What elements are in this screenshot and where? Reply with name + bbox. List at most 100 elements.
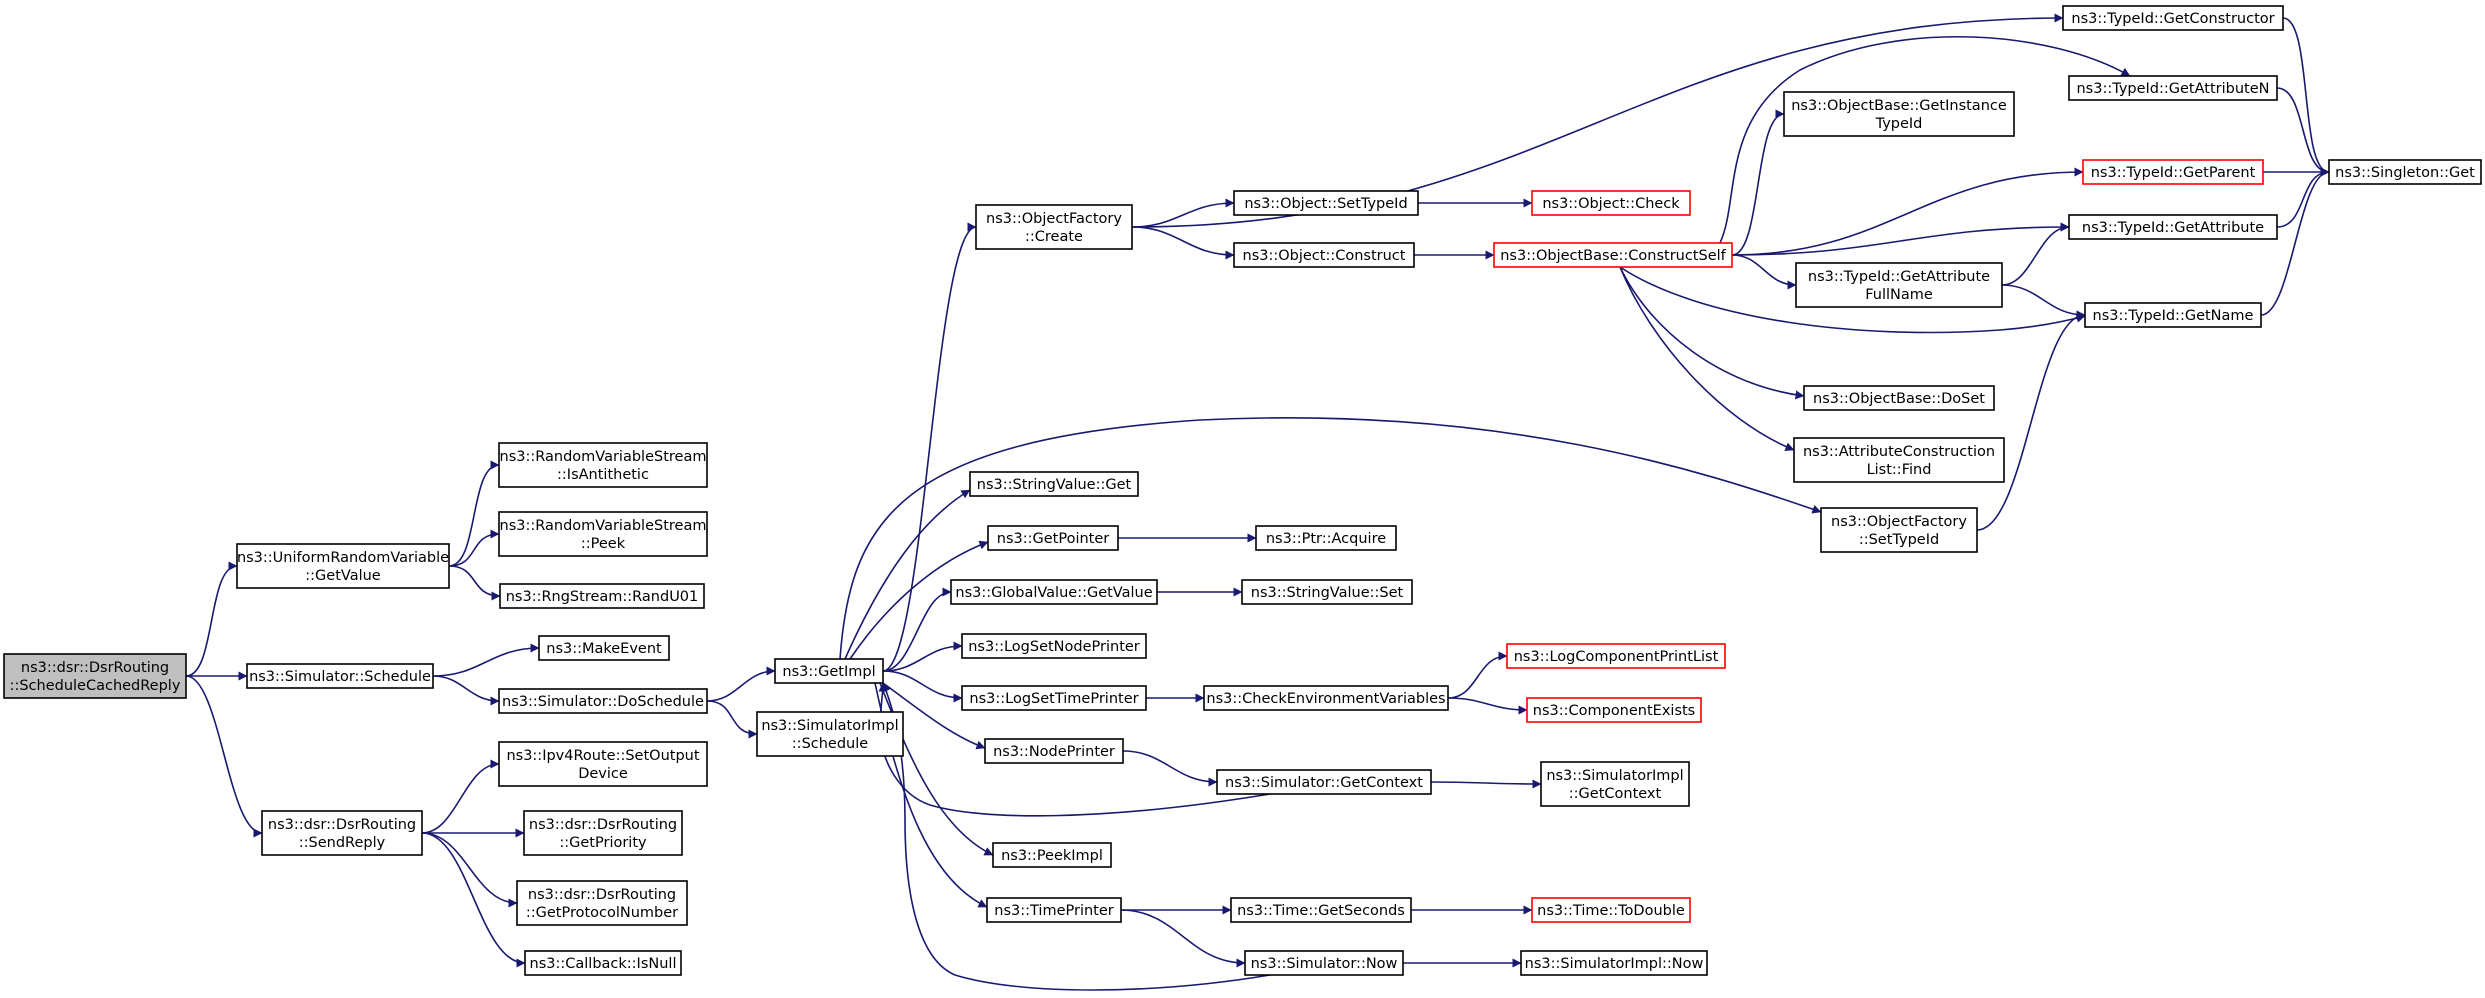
edge-urv_getvalue-to-rvs_isanti — [448, 460, 500, 567]
node-label-line: ns3::CheckEnvironmentVariables — [1206, 691, 1445, 707]
edge-getimpl-to-stringvalue_get — [844, 489, 971, 660]
node-time_todouble[interactable]: ns3::Time::ToDouble — [1531, 897, 1691, 923]
node-box — [1526, 697, 1702, 723]
node-time_getseconds[interactable]: ns3::Time::GetSeconds — [1230, 897, 1412, 923]
node-box — [1244, 950, 1404, 976]
edge-checkenv-to-logcompprint — [1447, 651, 1508, 699]
node-root[interactable]: ns3::dsr::DsrRouting::ScheduleCachedRepl… — [3, 653, 187, 699]
node-rvs_isanti[interactable]: ns3::RandomVariableStream::IsAntithetic — [498, 442, 708, 488]
node-compexists[interactable]: ns3::ComponentExists — [1526, 697, 1702, 723]
node-makeevent[interactable]: ns3::MakeEvent — [538, 635, 670, 661]
edge-ob_constructself-to-ob_doset — [1619, 266, 1805, 400]
node-label-line: ns3::SimulatorImpl — [761, 718, 898, 734]
node-doschedule[interactable]: ns3::Simulator::DoSchedule — [498, 688, 708, 714]
node-cb_isnull[interactable]: ns3::Callback::IsNull — [524, 950, 682, 976]
node-getpriority[interactable]: ns3::dsr::DsrRouting::GetPriority — [523, 810, 683, 856]
node-gv_getvalue[interactable]: ns3::GlobalValue::GetValue — [950, 579, 1158, 605]
node-box — [524, 950, 682, 976]
node-simimpl_schedule[interactable]: ns3::SimulatorImpl::Schedule — [756, 711, 904, 757]
node-label-line: ::ScheduleCachedReply — [10, 678, 181, 694]
node-box — [975, 204, 1133, 250]
node-label-line: ns3::Simulator::GetContext — [1225, 775, 1423, 791]
node-obj_check[interactable]: ns3::Object::Check — [1531, 190, 1691, 216]
node-obj_settypeid[interactable]: ns3::Object::SetTypeId — [1233, 190, 1419, 216]
node-nodeprinter[interactable]: ns3::NodePrinter — [984, 738, 1124, 764]
node-stringvalue_set[interactable]: ns3::StringValue::Set — [1241, 579, 1413, 605]
node-label-line: ns3::Object::Construct — [1243, 248, 1406, 264]
node-sendreply[interactable]: ns3::dsr::DsrRouting::SendReply — [261, 810, 423, 856]
node-box — [1493, 242, 1733, 268]
node-getpointer[interactable]: ns3::GetPointer — [987, 525, 1119, 551]
node-randu01[interactable]: ns3::RngStream::RandU01 — [499, 583, 705, 609]
node-sim_getcontext[interactable]: ns3::Simulator::GetContext — [1216, 769, 1432, 795]
node-box — [774, 658, 884, 684]
node-label-line: ns3::Object::Check — [1542, 196, 1680, 212]
node-label-line: ns3::RandomVariableStream — [500, 449, 707, 465]
node-box — [1255, 525, 1397, 551]
node-stringvalue_get[interactable]: ns3::StringValue::Get — [969, 471, 1139, 497]
node-timeprinter[interactable]: ns3::TimePrinter — [986, 897, 1122, 923]
edge-doschedule-to-getimpl — [706, 666, 776, 702]
node-tid_getattr[interactable]: ns3::TypeId::GetAttribute — [2068, 214, 2278, 240]
node-getprotonum[interactable]: ns3::dsr::DsrRouting::GetProtocolNumber — [516, 880, 688, 926]
node-box — [1803, 385, 1995, 411]
node-label-line: ns3::ObjectBase::ConstructSelf — [1500, 248, 1726, 264]
edge-tid_getconstructor-to-singleton_get — [2282, 17, 2330, 177]
node-box — [1783, 91, 2015, 137]
node-label-line: ns3::Simulator::Schedule — [249, 669, 431, 685]
node-simimpl_now[interactable]: ns3::SimulatorImpl::Now — [1520, 950, 1708, 976]
node-label-line: ns3::NodePrinter — [993, 744, 1115, 760]
node-label-line: ns3::ObjectBase::GetInstance — [1791, 98, 2007, 114]
node-label-line: ns3::dsr::DsrRouting — [528, 887, 676, 903]
node-peekimpl[interactable]: ns3::PeekImpl — [992, 842, 1112, 868]
edge-ob_constructself-to-tid_getparent — [1731, 167, 2084, 256]
node-tid_getname[interactable]: ns3::TypeId::GetName — [2084, 302, 2262, 328]
node-of_create[interactable]: ns3::ObjectFactory::Create — [975, 204, 1133, 250]
node-box — [1531, 897, 1691, 923]
node-sim_schedule[interactable]: ns3::Simulator::Schedule — [246, 663, 434, 689]
node-tid_getconstructor[interactable]: ns3::TypeId::GetConstructor — [2062, 5, 2284, 31]
edge-sim_getcontext-to-simimpl_getcontext — [1430, 779, 1542, 789]
node-ob_constructself[interactable]: ns3::ObjectBase::ConstructSelf — [1493, 242, 1733, 268]
edge-sim_now-to-getimpl — [882, 682, 1271, 991]
node-tid_getparent[interactable]: ns3::TypeId::GetParent — [2082, 159, 2264, 185]
edge-of_settypeid-to-tid_getname — [1976, 310, 2086, 531]
node-box — [498, 511, 708, 557]
edge-of_create-to-obj_settypeid — [1131, 198, 1235, 228]
node-box — [236, 543, 450, 589]
node-getimpl[interactable]: ns3::GetImpl — [774, 658, 884, 684]
node-box — [1520, 950, 1708, 976]
node-label-line: ns3::LogSetTimePrinter — [969, 691, 1138, 707]
node-box — [538, 635, 670, 661]
node-ob_doset[interactable]: ns3::ObjectBase::DoSet — [1803, 385, 1995, 411]
node-box — [499, 583, 705, 609]
node-label-line: ns3::Callback::IsNull — [530, 956, 677, 972]
node-label-line: ns3::LogComponentPrintList — [1514, 649, 1719, 665]
node-logcompprint[interactable]: ns3::LogComponentPrintList — [1506, 643, 1726, 669]
node-label-line: ns3::LogSetNodePrinter — [968, 639, 1140, 655]
node-logsettime[interactable]: ns3::LogSetTimePrinter — [961, 685, 1147, 711]
node-singleton_get[interactable]: ns3::Singleton::Get — [2328, 159, 2482, 185]
node-label-line: ns3::SimulatorImpl — [1546, 768, 1683, 784]
node-obj_construct[interactable]: ns3::Object::Construct — [1233, 242, 1415, 268]
node-urv_getvalue[interactable]: ns3::UniformRandomVariable::GetValue — [236, 543, 450, 589]
node-tid_getattrn[interactable]: ns3::TypeId::GetAttributeN — [2068, 75, 2278, 101]
node-of_settypeid[interactable]: ns3::ObjectFactory::SetTypeId — [1820, 507, 1978, 553]
edge-ob_constructself-to-tid_getname — [1619, 266, 2086, 334]
edge-checkenv-to-compexists — [1447, 697, 1528, 715]
node-sim_now[interactable]: ns3::Simulator::Now — [1244, 950, 1404, 976]
node-rvs_peek[interactable]: ns3::RandomVariableStream::Peek — [498, 511, 708, 557]
node-simimpl_getcontext[interactable]: ns3::SimulatorImpl::GetContext — [1540, 761, 1690, 807]
node-label-line: ns3::TypeId::GetAttributeN — [2076, 81, 2269, 97]
node-box — [987, 525, 1119, 551]
node-ptr_acquire[interactable]: ns3::Ptr::Acquire — [1255, 525, 1397, 551]
node-label-line: ns3::AttributeConstruction — [1803, 444, 1995, 460]
node-logsetnode[interactable]: ns3::LogSetNodePrinter — [961, 633, 1147, 659]
node-box — [1230, 897, 1412, 923]
node-box — [950, 579, 1158, 605]
node-checkenv[interactable]: ns3::CheckEnvironmentVariables — [1203, 685, 1449, 711]
